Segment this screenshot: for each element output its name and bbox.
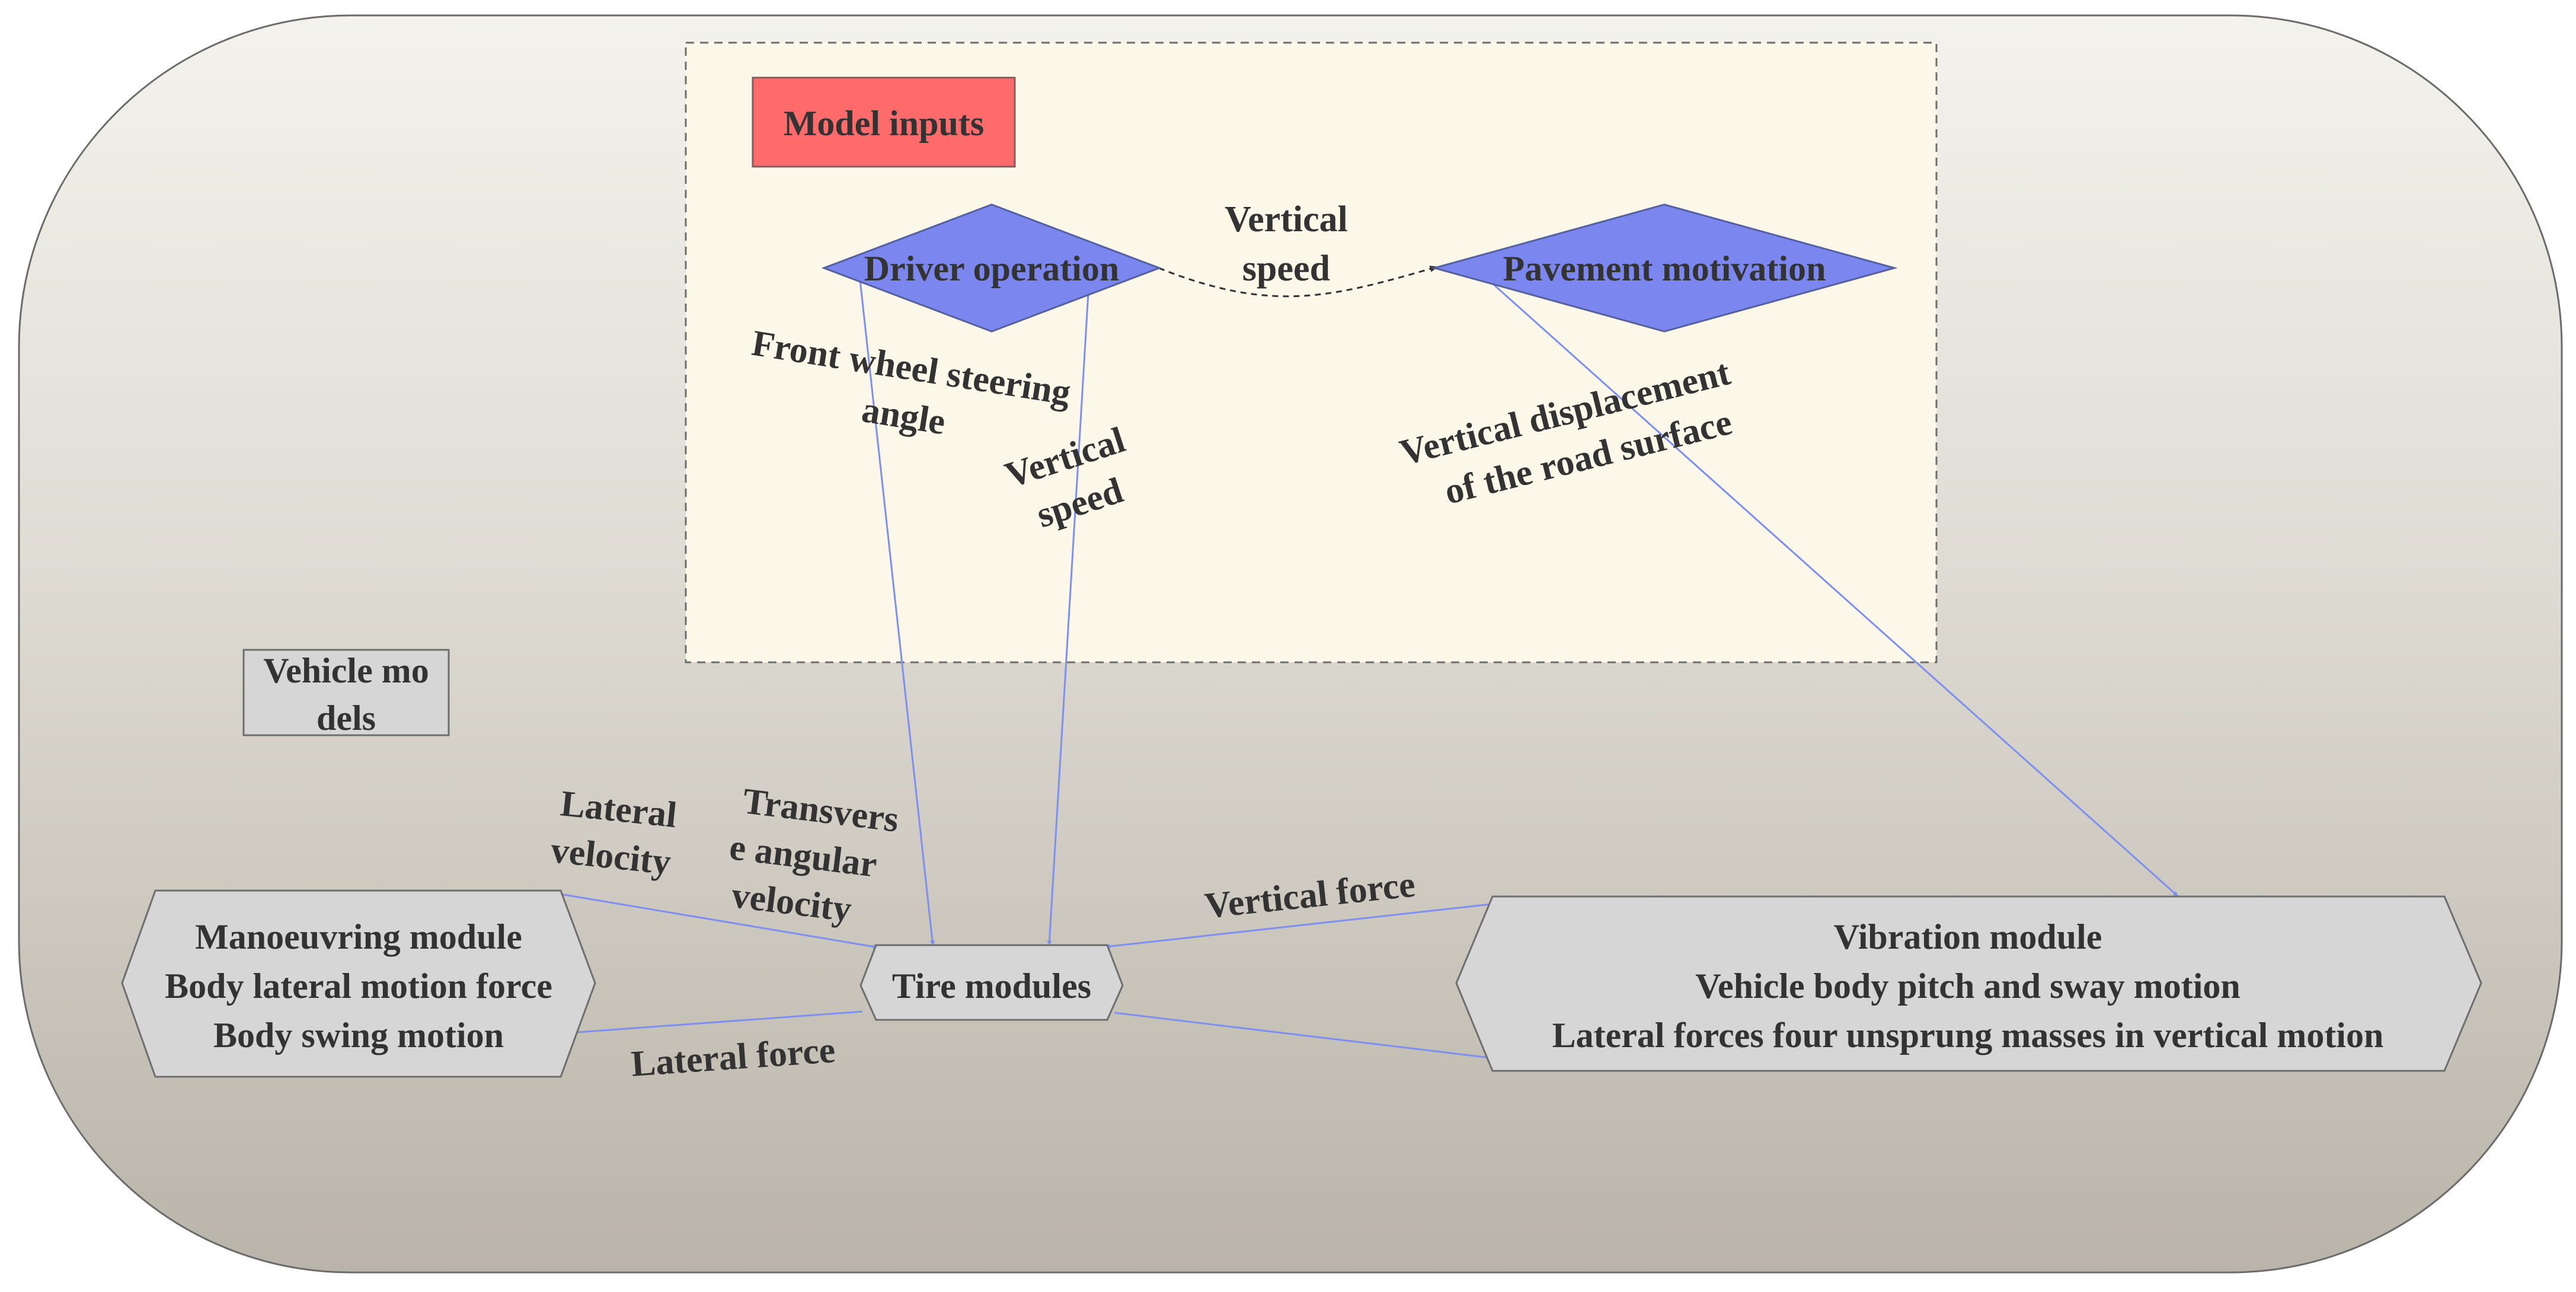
model-inputs-label-box: Model inputs [752,76,1016,168]
vibration-module-node: Vibration module Vehicle body pitch and … [1455,895,2482,1072]
manoeuvring-module-line2: Body lateral motion force [165,966,552,1006]
manoeuvring-module-node: Manoeuvring module Body lateral motion f… [121,889,596,1078]
vehicle-models-label-line2: dels [317,698,376,738]
model-inputs-label: Model inputs [784,104,984,143]
vehicle-models-label-line1: Vehicle mo [263,651,429,690]
label-driver-to-pavement-line1: Vertical [1225,199,1348,240]
edge-driver-to-tire-steering [859,279,935,946]
driver-operation-label: Driver operation [864,249,1119,288]
label-driver-to-pavement-line2: speed [1242,248,1330,289]
tire-modules-node: Tire modules [859,944,1124,1021]
edge-pavement-to-vibration [1493,283,2179,898]
edges [557,266,2179,1060]
tire-modules-label: Tire modules [892,966,1091,1006]
edge-manoeuvring-to-tire [557,892,879,949]
vibration-module-line3: Lateral forces four unsprung masses in v… [1552,1016,2384,1055]
vehicle-models-label-box: Vehicle mo dels [242,649,450,738]
edge-driver-to-tire-speed [1047,293,1089,946]
manoeuvring-module-line1: Manoeuvring module [195,917,522,956]
edge-driver-to-pavement [1158,266,1439,298]
pavement-motivation-label: Pavement motivation [1503,249,1826,288]
manoeuvring-module-line3: Body swing motion [213,1016,504,1055]
vibration-module-line2: Vehicle body pitch and sway motion [1695,966,2241,1006]
vibration-module-line1: Vibration module [1834,917,2102,956]
edge-vibration-to-tire [1104,903,1491,949]
edge-tire-to-manoeuvring [568,1010,863,1035]
pavement-motivation-node: Pavement motivation [1431,203,1898,333]
driver-operation-node: Driver operation [821,203,1162,333]
edge-tire-to-vibration [1114,1012,1495,1060]
